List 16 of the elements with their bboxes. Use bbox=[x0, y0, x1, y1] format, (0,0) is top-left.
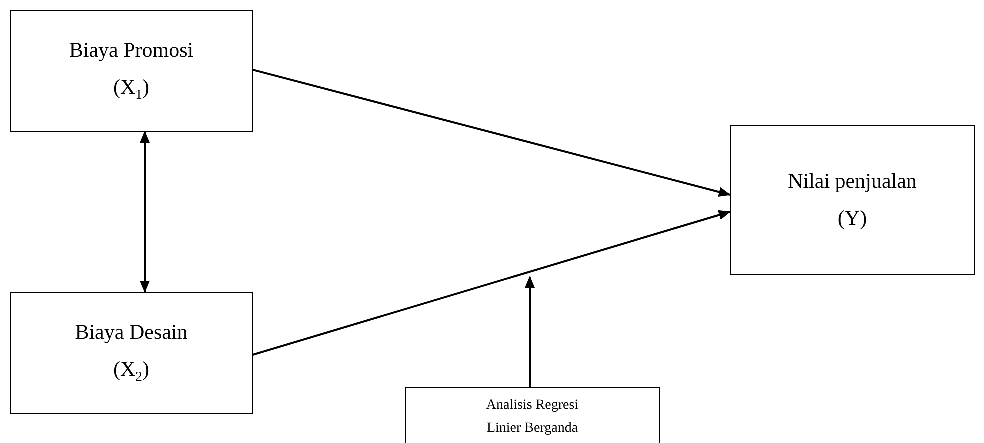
box-label: Biaya Desain bbox=[75, 320, 188, 346]
box-label: Analisis Regresi bbox=[486, 398, 579, 415]
process-box bbox=[405, 387, 660, 443]
arrow bbox=[525, 276, 535, 387]
process-box bbox=[730, 125, 975, 275]
box-label: (Y) bbox=[838, 206, 868, 232]
box-label: Nilai penjualan bbox=[788, 168, 917, 194]
process-box bbox=[10, 292, 253, 414]
process-box bbox=[10, 10, 253, 132]
box-label: Biaya Promosi bbox=[69, 38, 194, 64]
box-label: (X$_{1}$) bbox=[114, 75, 150, 104]
arrow bbox=[252, 69, 731, 198]
box-label: Linier Berganda bbox=[486, 420, 578, 438]
box-label: (X$_{2}$) bbox=[114, 357, 150, 386]
arrow bbox=[140, 131, 150, 293]
arrow bbox=[252, 210, 731, 356]
